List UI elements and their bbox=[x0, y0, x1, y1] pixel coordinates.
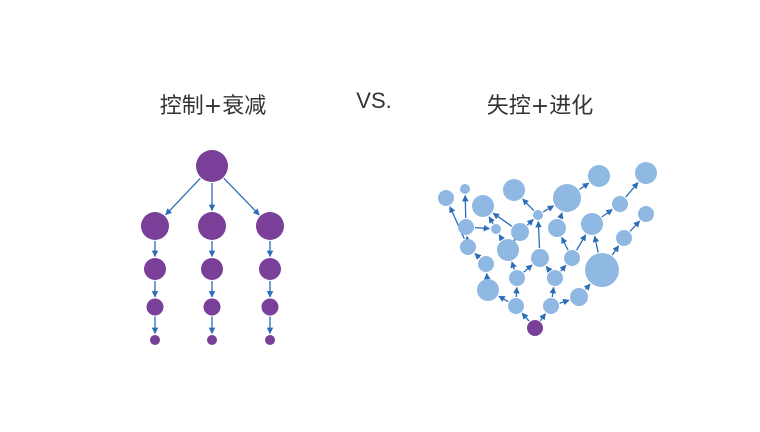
network-node bbox=[570, 288, 588, 306]
network-node bbox=[564, 250, 580, 266]
network-node bbox=[548, 219, 566, 237]
network-node bbox=[491, 224, 501, 234]
network-node bbox=[478, 256, 494, 272]
network-node bbox=[581, 213, 603, 235]
network-arrow bbox=[542, 205, 555, 213]
network-node bbox=[616, 230, 632, 246]
network-arrow bbox=[523, 264, 533, 273]
network-node bbox=[511, 223, 529, 241]
tree-node bbox=[144, 258, 166, 280]
tree-node bbox=[201, 258, 223, 280]
network-arrow bbox=[592, 235, 600, 253]
tree-node bbox=[203, 298, 221, 316]
tree-node bbox=[141, 212, 169, 240]
network-node bbox=[547, 270, 563, 286]
tree-node bbox=[146, 298, 164, 316]
network-arrow bbox=[611, 245, 620, 256]
network-root-node bbox=[527, 320, 543, 336]
network-arrow bbox=[474, 253, 482, 260]
tree-root-node bbox=[196, 150, 228, 182]
network-arrow bbox=[474, 224, 491, 232]
network-arrow bbox=[559, 264, 567, 272]
left-title: 控制+衰减 bbox=[159, 94, 267, 119]
network-arrow bbox=[492, 212, 513, 227]
network-arrow bbox=[521, 312, 530, 322]
network-node bbox=[497, 239, 519, 261]
network-node bbox=[509, 270, 525, 286]
right-title: 失控+进化 bbox=[486, 94, 594, 119]
network-node bbox=[531, 249, 549, 267]
network-node bbox=[503, 179, 525, 201]
network-arrow bbox=[488, 216, 495, 225]
network-node bbox=[533, 210, 543, 220]
tree-node bbox=[150, 335, 160, 345]
network-arrow bbox=[576, 234, 587, 251]
network-node bbox=[635, 162, 657, 184]
network-node bbox=[460, 239, 476, 255]
network-node bbox=[638, 206, 654, 222]
network-arrow bbox=[462, 194, 469, 219]
network-arrow bbox=[526, 218, 534, 226]
network-arrow bbox=[510, 261, 517, 270]
network-arrow bbox=[559, 298, 570, 306]
network-node bbox=[553, 184, 581, 212]
tree-node bbox=[265, 335, 275, 345]
uncontrolled-evolution-network bbox=[438, 162, 657, 336]
network-arrow bbox=[498, 234, 505, 242]
network-node bbox=[588, 165, 610, 187]
network-arrow bbox=[545, 265, 553, 274]
tree-node bbox=[259, 258, 281, 280]
tree-arrow bbox=[223, 177, 260, 216]
network-arrow bbox=[539, 313, 546, 322]
network-node bbox=[477, 279, 499, 301]
network-arrow bbox=[549, 286, 557, 298]
network-arrow bbox=[557, 212, 564, 220]
network-node bbox=[543, 298, 559, 314]
tree-node bbox=[207, 335, 217, 345]
network-node bbox=[460, 184, 470, 194]
network-arrow bbox=[578, 182, 590, 191]
network-node bbox=[508, 298, 524, 314]
network-node bbox=[585, 253, 619, 287]
tree-node bbox=[198, 212, 226, 240]
network-node bbox=[612, 196, 628, 212]
network-node bbox=[438, 190, 454, 206]
network-arrow bbox=[601, 208, 613, 218]
network-arrow bbox=[561, 236, 569, 251]
network-arrow bbox=[625, 182, 639, 198]
network-arrow bbox=[535, 220, 542, 249]
versus-label: VS. bbox=[356, 88, 392, 113]
controlled-decay-tree bbox=[141, 150, 284, 345]
tree-arrow bbox=[165, 177, 201, 216]
tree-node bbox=[261, 298, 279, 316]
network-arrow bbox=[522, 198, 535, 212]
network-node bbox=[458, 219, 474, 235]
tree-node bbox=[256, 212, 284, 240]
network-arrow bbox=[629, 220, 641, 232]
network-arrow bbox=[583, 283, 591, 291]
network-arrow bbox=[498, 295, 509, 303]
network-node bbox=[472, 195, 494, 217]
